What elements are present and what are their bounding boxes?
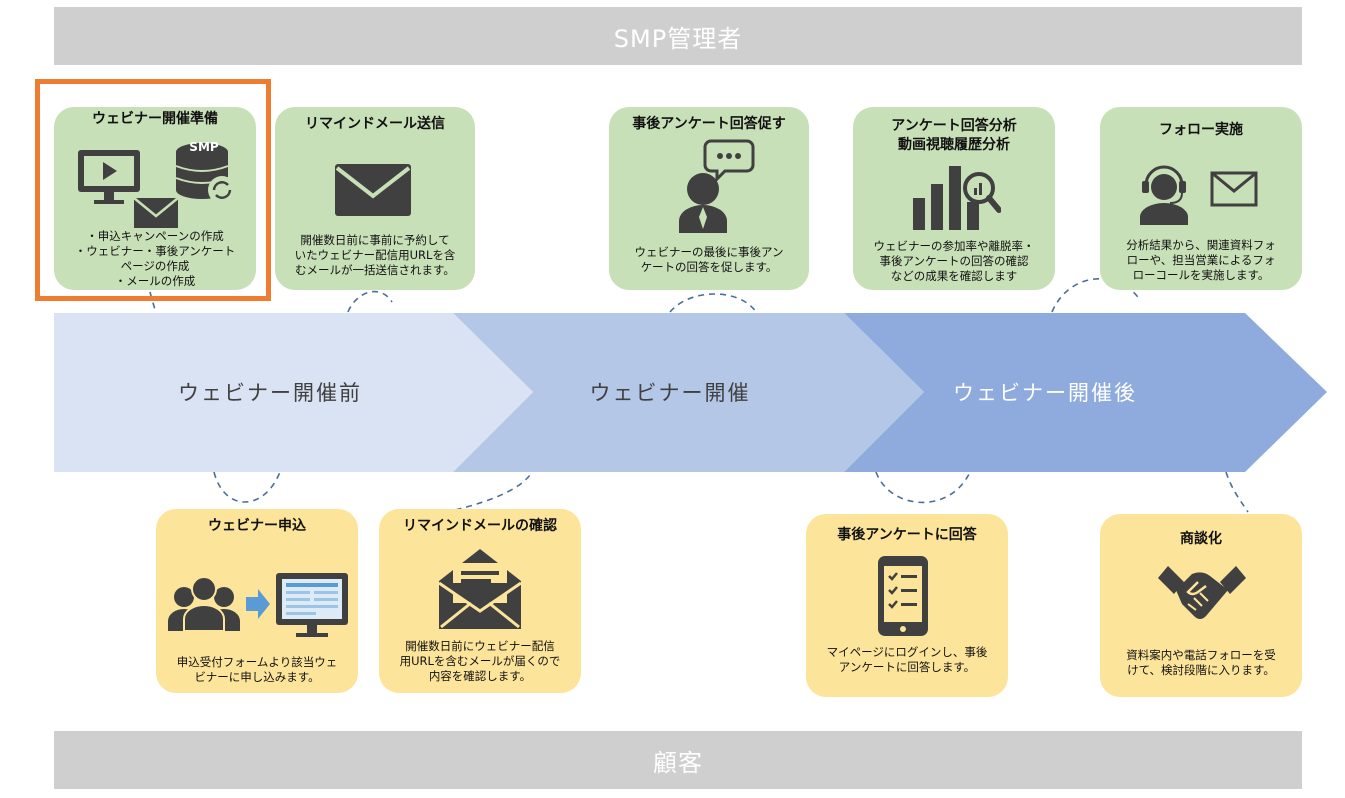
customer-label: 顧客 xyxy=(653,748,703,777)
step-title: リマインドメールの確認 xyxy=(403,518,557,534)
step-title: 事後アンケートに回答 xyxy=(837,527,977,543)
admin-label: SMP管理者 xyxy=(613,24,743,53)
open-envelope-icon xyxy=(438,549,522,629)
desc-line: ページの作成 xyxy=(120,259,190,273)
desc-line: ・ウェビナー・事後アンケート xyxy=(74,244,236,258)
phase-arrow-3 xyxy=(844,313,1327,472)
desc-line: ローコールを実施します。 xyxy=(1132,268,1270,282)
customer-step-survey-answer: 事後アンケートに回答 マイページにログインし、事後 アンケートに回答します。 xyxy=(806,514,1008,697)
step-title: ウェビナー申込 xyxy=(208,518,306,534)
desc-line: むメールが一括送信されます。 xyxy=(295,263,455,277)
customer-step-negotiation: 商談化 資料案内や電話フォローを受 けて、検討段階に入ります。 xyxy=(1100,514,1302,697)
desc-line: 資料案内や電話フォローを受 xyxy=(1126,648,1276,662)
step-title: リマインドメール送信 xyxy=(305,116,445,132)
desc-line: ・申込キャンペーンの作成 xyxy=(86,229,224,243)
desc-line: ケートの回答を促します。 xyxy=(640,260,778,274)
phase-label-after: ウェビナー開催後 xyxy=(953,381,1137,405)
step-title: アンケート回答分析 xyxy=(891,118,1017,134)
envelope-icon xyxy=(335,164,411,216)
desc-line: けて、検討段階に入ります。 xyxy=(1127,663,1275,677)
admin-step-survey-prompt: 事後アンケート回答促す ウェビナーの最後に事後アン ケートの回答を促します。 xyxy=(609,107,809,290)
person-speech-icon xyxy=(679,139,755,233)
desc-line: 開催数日前にウェビナー配信 xyxy=(405,639,555,653)
desc-line: ・メールの作成 xyxy=(114,274,196,288)
monitor-database-mail-icon xyxy=(78,143,236,228)
admin-band: SMP管理者 xyxy=(54,7,1302,65)
step-title: 動画視聴履歴分析 xyxy=(898,137,1010,153)
desc-line: マイページにログインし、事後 xyxy=(826,645,988,659)
bar-chart-magnifier-icon xyxy=(913,166,1001,230)
phase-label-before: ウェビナー開催前 xyxy=(178,381,362,405)
desc-line: 用URLを含むメールが届くので xyxy=(399,654,561,668)
headset-operator-mail-icon xyxy=(1140,165,1258,225)
step-title: 商談化 xyxy=(1180,531,1222,547)
step-title: ウェビナー開催準備 xyxy=(92,111,218,127)
step-title: 事後アンケート回答促す xyxy=(632,116,786,132)
desc-line: いたウェビナー配信用URLを含 xyxy=(294,248,456,262)
users-form-icon xyxy=(168,573,348,637)
customer-band: 顧客 xyxy=(54,731,1302,789)
desc-line: 申込受付フォームより該当ウェ xyxy=(176,655,338,669)
desc-line: 分析結果から、関連資料フォ xyxy=(1126,238,1276,252)
desc-line: ウェビナーの最後に事後アン xyxy=(634,245,784,259)
admin-step-follow-up: フォロー実施 分析結果から、関連資料フォ ローや、担当営業によるフォ ローコール… xyxy=(1100,107,1302,290)
admin-step-analysis: アンケート回答分析 動画視聴履歴分析 ウェビナーの参加率や離脱率・ 事後アンケー… xyxy=(853,107,1055,290)
smartphone-checklist-icon xyxy=(878,556,928,636)
highlight-frame xyxy=(35,79,271,301)
admin-step-reminder-send: リマインドメール送信 開催数日前に事前に予約して いたウェビナー配信用URLを含… xyxy=(275,107,475,290)
desc-line: ローや、担当営業によるフォ xyxy=(1126,253,1276,267)
step-title: フォロー実施 xyxy=(1159,122,1243,138)
customer-step-apply: ウェビナー申込 申込受付フォームより該当ウェ ビナーに申し込みます。 xyxy=(156,509,358,693)
desc-line: などの成果を確認します xyxy=(890,269,1018,283)
desc-line: アンケートに回答します。 xyxy=(838,660,976,674)
phase-arrow-2 xyxy=(453,313,924,472)
desc-line: 開催数日前に事前に予約して xyxy=(300,233,450,247)
smp-badge: SMP xyxy=(189,140,219,154)
phase-arrow-1 xyxy=(54,313,533,472)
phase-label-during: ウェビナー開催 xyxy=(589,381,751,405)
desc-line: 事後アンケートの回答の確認 xyxy=(879,254,1029,268)
admin-step-prepare: ウェビナー開催準備 SMP ・申込キャンペーンの作成 ・ウェビナー・事後アンケー… xyxy=(54,107,256,290)
desc-line: ビナーに申し込みます。 xyxy=(194,670,320,684)
desc-line: ウェビナーの参加率や離脱率・ xyxy=(873,239,1035,253)
desc-line: 内容を確認します。 xyxy=(428,669,532,683)
customer-step-reminder-check: リマインドメールの確認 開催数日前にウェビナー配信 用URLを含むメールが届くの… xyxy=(379,509,581,693)
handshake-icon xyxy=(1158,566,1246,619)
